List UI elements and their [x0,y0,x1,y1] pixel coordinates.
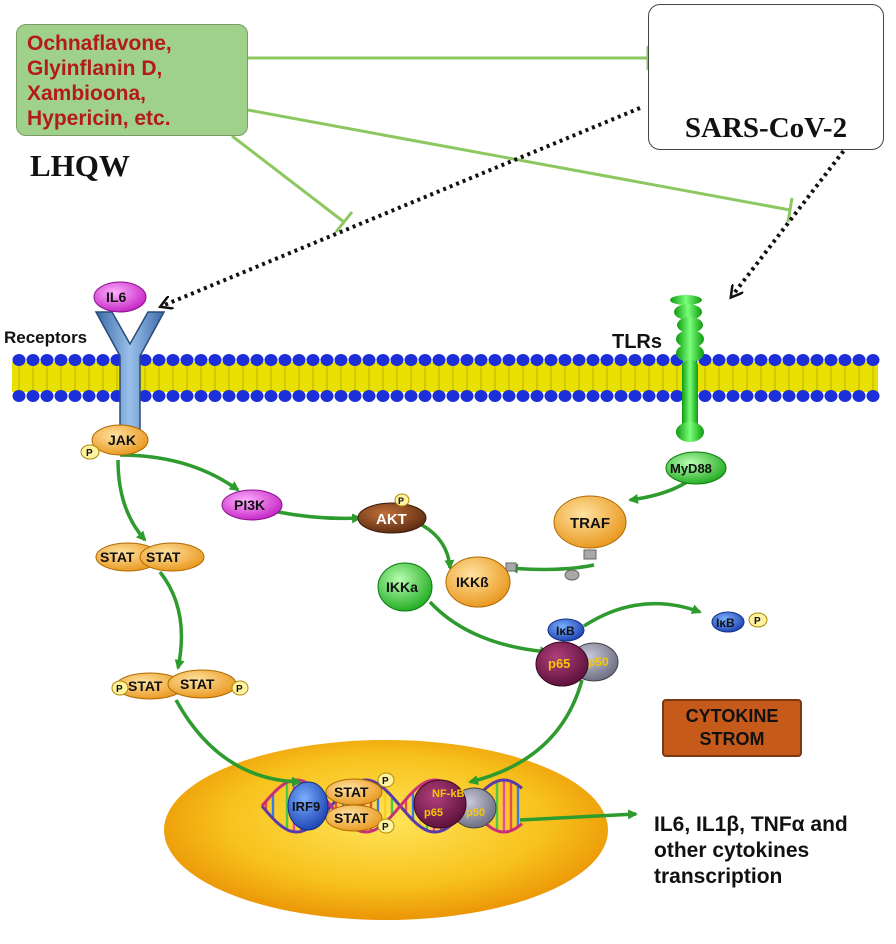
nuclear-phospho-1: P [382,776,389,787]
pi3k-to-akt-arrow [277,510,362,524]
akt-label: AKT [376,511,407,528]
nfkb-complex: IκB p65 p50 [535,618,619,687]
inhibition-lines [231,46,794,233]
il6-receptor [94,311,166,433]
myd88-to-traf-arrow [628,478,691,504]
traf-label: TRAF [570,515,610,532]
nuclear-nfkb-complex: NF-kB p65 p50 [413,779,497,829]
ikb-phospho-label: P [754,616,761,627]
akt-protein: AKT P [357,493,427,534]
pi3k-protein: PI3K [221,489,283,521]
virus-label: SARS-CoV-2 [684,112,848,144]
nfkb-to-nucleus-arrow [468,679,584,785]
pstat-label-1: STAT [128,678,163,694]
stat-label-2: STAT [146,549,181,565]
outcome-line-3: transcription [654,865,783,888]
jak-phospho: P [80,444,100,460]
stat-label-1: STAT [100,549,135,565]
transcription-outcome: IL6, IL1β, TNFα and other cytokines tran… [654,812,848,890]
pi3k-label: PI3K [234,497,265,513]
ikkb-label: IKKß [456,574,489,590]
ikka-label: IKKa [386,579,418,595]
nuclear-p50-label: p50 [466,807,485,819]
phospho-stat-dimer: STAT STAT P P [111,669,249,700]
ikk-to-nfkb-arrow [428,600,550,657]
traf-to-ikkb-arrow [508,563,595,574]
ikb-release-arrow [583,601,702,628]
nuclear-stat-label-1: STAT [334,784,369,800]
il6-ligand [93,281,147,313]
pstat-phospho-left: P [116,684,123,695]
cell-membrane [12,354,880,402]
pstat-label-2: STAT [180,676,215,692]
traf-protein: TRAF [553,495,627,549]
cytokine-storm-box: CYTOKINE STROM [662,699,802,757]
ikb-free: IκB P [711,611,768,633]
virus-box [648,4,884,150]
compound-2: Glyinflanin D, [27,57,163,80]
jak-to-pi3k-arrow [119,453,240,492]
storm-line-2: STROM [699,729,765,749]
p65-label: p65 [548,656,570,671]
ikb-free-label: IκB [716,616,735,630]
jak-to-stat-arrow [116,459,147,542]
myd88-label: MyD88 [670,461,712,476]
tlrs-label: TLRs [612,331,662,353]
lhqw-title: LHQW [30,148,130,183]
outcome-line-2: other cytokines [654,839,810,862]
traf-adaptor-glyphs [505,549,597,581]
storm-line-1: CYTOKINE [685,706,779,726]
stat-dimer: STAT STAT [95,542,205,572]
p50-label: p50 [588,655,609,669]
nuclear-stat-label-2: STAT [334,810,369,826]
stat-to-pstat-arrow [158,570,185,670]
outcome-line-1: IL6, IL1β, TNFα and [654,813,848,836]
nuclear-p65-label: p65 [424,807,443,819]
virus-to-tlr-arrow [732,138,854,296]
compound-3: Xambioona, [27,82,147,105]
nuclear-phospho-2: P [382,822,389,833]
tlr-receptor [670,295,704,442]
inhibit-il6-route-line [231,134,345,224]
jak-label: JAK [108,432,136,448]
compound-4: Hypericin, etc. [27,107,171,130]
ikb-bound-label: IκB [556,624,575,638]
virus-to-il6-arrow [162,106,641,306]
pstat-phospho-right: P [236,684,243,695]
jak-protein: JAK [91,424,149,456]
activation-arrows [116,453,702,822]
irf9-stat-complex: IRF9 STAT STAT P P [287,772,395,834]
inhibit-il6-route-bar [334,211,354,233]
virus-activation-arrows [162,106,854,306]
transcription-output-arrow [519,809,638,822]
receptors-label: Receptors [4,328,87,347]
akt-phospho-label: P [398,496,404,506]
nfkb-label: NF-kB [432,788,464,800]
phospho-label: P [86,448,93,459]
akt-to-ikk-arrow [421,523,455,570]
irf9-label: IRF9 [292,799,320,814]
ikkb-protein: IKKß [445,556,511,608]
ikka-protein: IKKa [377,562,433,612]
il6-label: IL6 [106,289,126,305]
compound-1: Ochnaflavone, [27,32,172,55]
pstat-to-nucleus-arrow [174,699,302,787]
myd88-protein: MyD88 [665,451,727,485]
lhqw-compound-box: Ochnaflavone, Glyinflanin D, Xambioona, … [16,24,248,136]
inhibit-tlr-route-bar [786,197,794,223]
inhibit-tlr-route-line [247,108,791,212]
